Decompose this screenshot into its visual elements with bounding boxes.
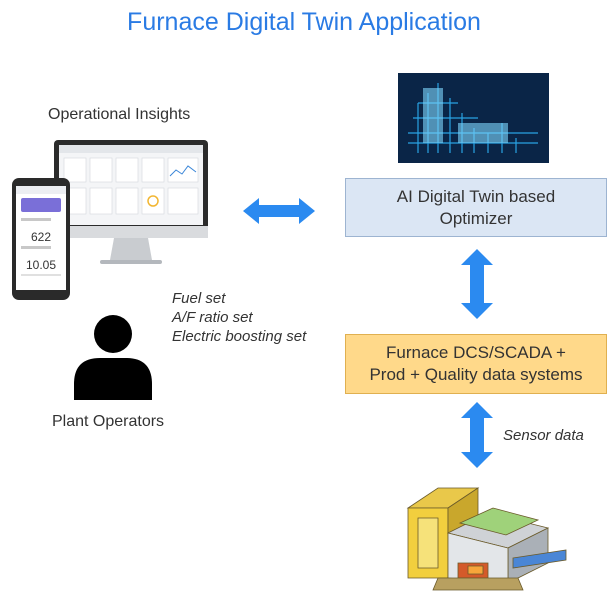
devices-illustration: 622 10.05: [12, 140, 208, 300]
phone-icon: [12, 178, 70, 300]
operational-insights-label: Operational Insights: [48, 106, 191, 123]
optimizer-line-2: Optimizer: [439, 208, 513, 228]
setpoints-list: Fuel set A/F ratio set Electric boosting…: [172, 289, 306, 346]
plant-operators-label: Plant Operators: [52, 413, 165, 430]
setpoint-electric-boosting: Electric boosting set: [172, 328, 307, 345]
dcs-scada-box: Furnace DCS/SCADA + Prod + Quality data …: [345, 334, 607, 394]
double-arrow-vertical-icon: [461, 249, 493, 319]
setpoint-fuel: Fuel set: [172, 290, 226, 307]
double-arrow-horizontal-icon: [243, 198, 315, 224]
optimizer-line-1: AI Digital Twin based: [396, 186, 556, 206]
sensor-data-label: Sensor data: [503, 427, 584, 444]
dcs-line-1: Furnace DCS/SCADA +: [385, 343, 566, 362]
dcs-line-2: Prod + Quality data systems: [369, 365, 583, 384]
digital-twin-visualization-image: [398, 73, 549, 163]
furnace-illustration: [406, 487, 567, 591]
operator-person-icon: [74, 315, 152, 400]
setpoint-af-ratio: A/F ratio set: [172, 309, 253, 326]
phone-reading-1: 622: [31, 230, 51, 244]
monitor-icon: [54, 140, 208, 264]
diagram-title: Furnace Digital Twin Application: [127, 8, 481, 36]
phone-reading-2: 10.05: [26, 258, 56, 272]
ai-optimizer-box: AI Digital Twin based Optimizer: [345, 178, 607, 237]
double-arrow-vertical-icon: [461, 402, 493, 468]
